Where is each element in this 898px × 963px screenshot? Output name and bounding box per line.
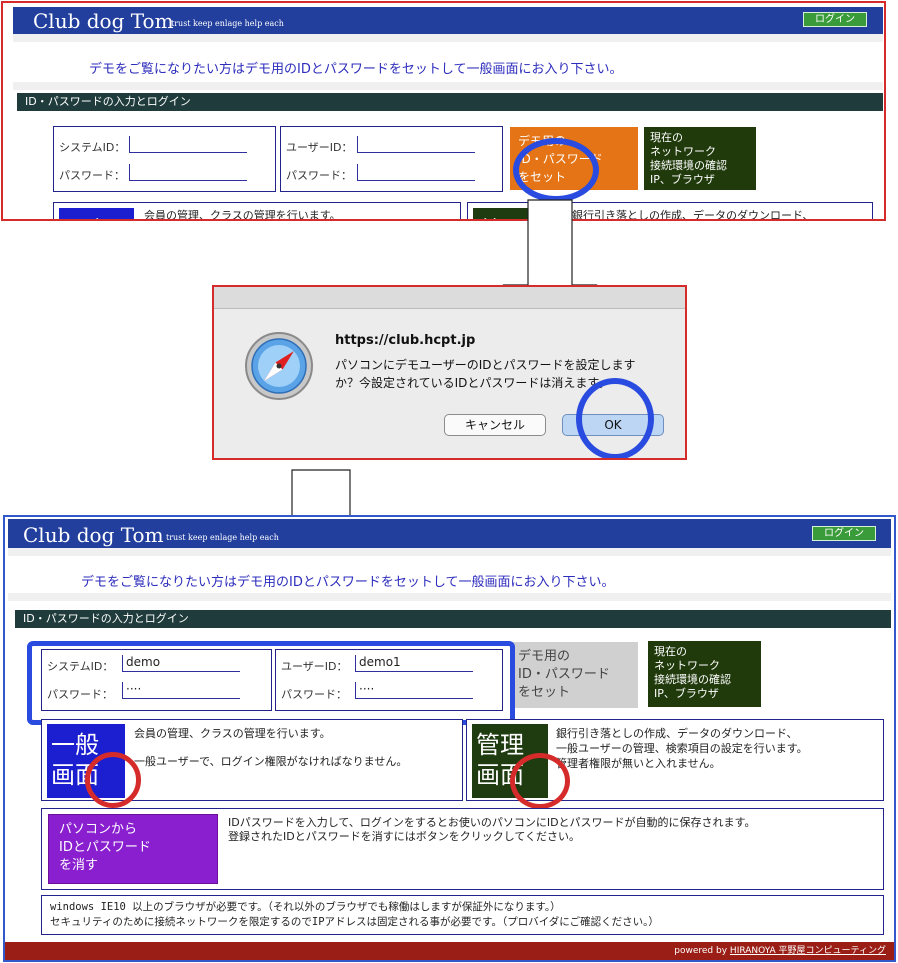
confirm-dialog: https://club.hcpt.jp パソコンにデモユーザーのIDとパスワー… — [212, 285, 687, 460]
network-button-line: ネットワーク — [650, 145, 716, 158]
demo-button-line: をセット — [518, 685, 571, 700]
admin-desc: 一般ユーザーの管理、検索項目の設定を行います。 — [556, 742, 808, 755]
app-header: Club dog Tom trust keep enlage help each… — [13, 7, 883, 34]
gray-band — [8, 593, 891, 601]
network-button-line: 現在の — [654, 645, 687, 658]
clear-button-line: パソコンから — [59, 822, 138, 837]
admin-screen-button[interactable]: 管理 — [473, 208, 551, 219]
screenshot-after: Club dog Tom trust keep enlage help each… — [3, 515, 896, 962]
footer-powered: powered by — [674, 946, 728, 956]
user-password-input[interactable] — [357, 164, 475, 181]
system-id-input[interactable] — [129, 136, 247, 153]
app-tagline: trust keep enlage help each — [171, 19, 284, 28]
network-button-line: 接続環境の確認 — [650, 159, 727, 172]
user-credentials-box: ユーザーID： demo1 パスワード： ···· — [275, 649, 503, 711]
clear-desc: 登録されたIDとパスワードを消すにはボタンをクリックしてください。 — [228, 830, 581, 843]
gray-band — [13, 82, 883, 90]
general-label-line: 一般 — [51, 731, 99, 759]
highlight-circle-red — [85, 752, 141, 808]
requirements-line: セキュリティのために接続ネットワークを限定するのでIPアドレスは固定される事が必… — [50, 916, 659, 928]
dialog-title-bar — [214, 287, 685, 309]
general-screen-button[interactable]: 一般 — [59, 208, 134, 219]
admin-desc: 銀行引き落としの作成、データのダウンロード、 — [556, 727, 798, 740]
user-id-input[interactable]: demo1 — [355, 655, 473, 672]
section-title: ID・パスワードの入力とログイン — [15, 610, 891, 628]
system-credentials-box: システムID： demo パスワード： ···· — [41, 649, 272, 711]
app-header: Club dog Tom trust keep enlage help each… — [8, 519, 891, 548]
demo-notice: デモをご覧になりたい方はデモ用のIDとパスワードをセットして一般画面にお入り下さ… — [89, 62, 623, 77]
network-button-line: ネットワーク — [654, 659, 720, 672]
system-id-input[interactable]: demo — [122, 655, 240, 672]
clear-button-line: を消す — [59, 858, 99, 873]
app-title: Club dog Tom — [33, 9, 174, 33]
dialog-host: https://club.hcpt.jp — [335, 333, 476, 348]
network-check-button[interactable]: 現在の ネットワーク 接続環境の確認 IP、ブラウザ — [644, 127, 756, 190]
system-password-input[interactable] — [129, 164, 247, 181]
demo-button-line: ID・パスワード — [518, 667, 610, 682]
highlight-circle-red — [510, 753, 570, 809]
password-label: パスワード： — [281, 688, 347, 701]
clear-credentials-button[interactable]: パソコンから IDとパスワード を消す — [48, 814, 218, 884]
network-button-line: 現在の — [650, 131, 683, 144]
dialog-message-line: か？今設定されているIDとパスワードは消えます。 — [335, 376, 611, 390]
password-label: パスワード： — [47, 688, 113, 701]
highlight-rect-blue — [27, 641, 515, 725]
clear-credentials-box: パソコンから IDとパスワード を消す IDパスワードを入力して、ログインをする… — [41, 808, 884, 890]
network-button-line: IP、ブラウザ — [654, 687, 719, 700]
admin-desc: 管理者権限が無いと入れません。 — [556, 757, 721, 770]
gray-band — [8, 548, 891, 556]
system-password-input[interactable]: ···· — [122, 682, 240, 699]
admin-label-line: 管理 — [476, 731, 524, 759]
system-id-label: システムID： — [47, 660, 114, 673]
highlight-circle-blue — [576, 378, 654, 458]
user-credentials-box: ユーザーID： パスワード： — [280, 126, 503, 192]
clear-button-line: IDとパスワード — [59, 840, 151, 855]
dialog-message-line: パソコンにデモユーザーのIDとパスワードを設定します — [335, 358, 636, 372]
safari-compass-icon — [245, 332, 313, 400]
general-desc: 一般ユーザーで、ログイン権限がなければなりません。 — [134, 755, 408, 768]
app-tagline: trust keep enlage help each — [166, 533, 279, 542]
clear-desc: IDパスワードを入力して、ログインをするとお使いのパソコンにIDとパスワードが自… — [228, 816, 756, 829]
login-button[interactable]: ログイン — [812, 526, 876, 541]
network-check-button[interactable]: 現在の ネットワーク 接続環境の確認 IP、ブラウザ — [648, 641, 761, 707]
general-desc: 会員の管理、クラスの管理を行います。 — [144, 209, 341, 221]
user-id-label: ユーザーID： — [286, 141, 353, 154]
network-button-line: 接続環境の確認 — [654, 673, 731, 686]
general-desc: 会員の管理、クラスの管理を行います。 — [134, 727, 331, 740]
network-button-line: IP、ブラウザ — [650, 173, 715, 186]
gray-band — [13, 34, 883, 42]
cancel-button[interactable]: キャンセル — [444, 414, 546, 436]
dialog-message: パソコンにデモユーザーのIDとパスワードを設定します か？今設定されているIDと… — [335, 356, 665, 392]
screenshot-before: Club dog Tom trust keep enlage help each… — [1, 1, 886, 221]
system-credentials-box: システムID： パスワード： — [53, 126, 276, 192]
user-password-input[interactable]: ···· — [355, 682, 473, 699]
user-id-label: ユーザーID： — [281, 660, 348, 673]
admin-panel-box: 管理 画面 銀行引き落としの作成、データのダウンロード、 一般ユーザーの管理、検… — [466, 719, 884, 801]
demo-notice: デモをご覧になりたい方はデモ用のIDとパスワードをセットして一般画面にお入り下さ… — [81, 575, 615, 590]
login-button[interactable]: ログイン — [803, 12, 867, 27]
demo-button-line: デモ用の — [518, 649, 571, 664]
system-id-label: システムID： — [59, 141, 126, 154]
requirements-box: windows IE10 以上のブラウザが必要です。（それ以外のブラウザでも稼働… — [41, 895, 884, 935]
section-title: ID・パスワードの入力とログイン — [17, 93, 883, 111]
password-label: パスワード： — [59, 169, 125, 182]
footer-company-link[interactable]: HIRANOYA 平野屋コンピューティング — [729, 946, 886, 956]
admin-desc: 銀行引き落としの作成、データのダウンロード、 — [572, 209, 814, 221]
set-demo-credentials-button[interactable]: デモ用の ID・パスワード をセット — [510, 642, 638, 708]
general-panel-box: 一般 会員の管理、クラスの管理を行います。 — [53, 202, 461, 221]
highlight-circle-blue — [513, 138, 599, 202]
footer: powered by HIRANOYA 平野屋コンピューティング — [5, 942, 894, 960]
password-label: パスワード： — [286, 169, 352, 182]
app-title: Club dog Tom — [23, 523, 164, 547]
requirements-line: windows IE10 以上のブラウザが必要です。（それ以外のブラウザでも稼働… — [50, 901, 561, 913]
user-id-input[interactable] — [357, 136, 475, 153]
